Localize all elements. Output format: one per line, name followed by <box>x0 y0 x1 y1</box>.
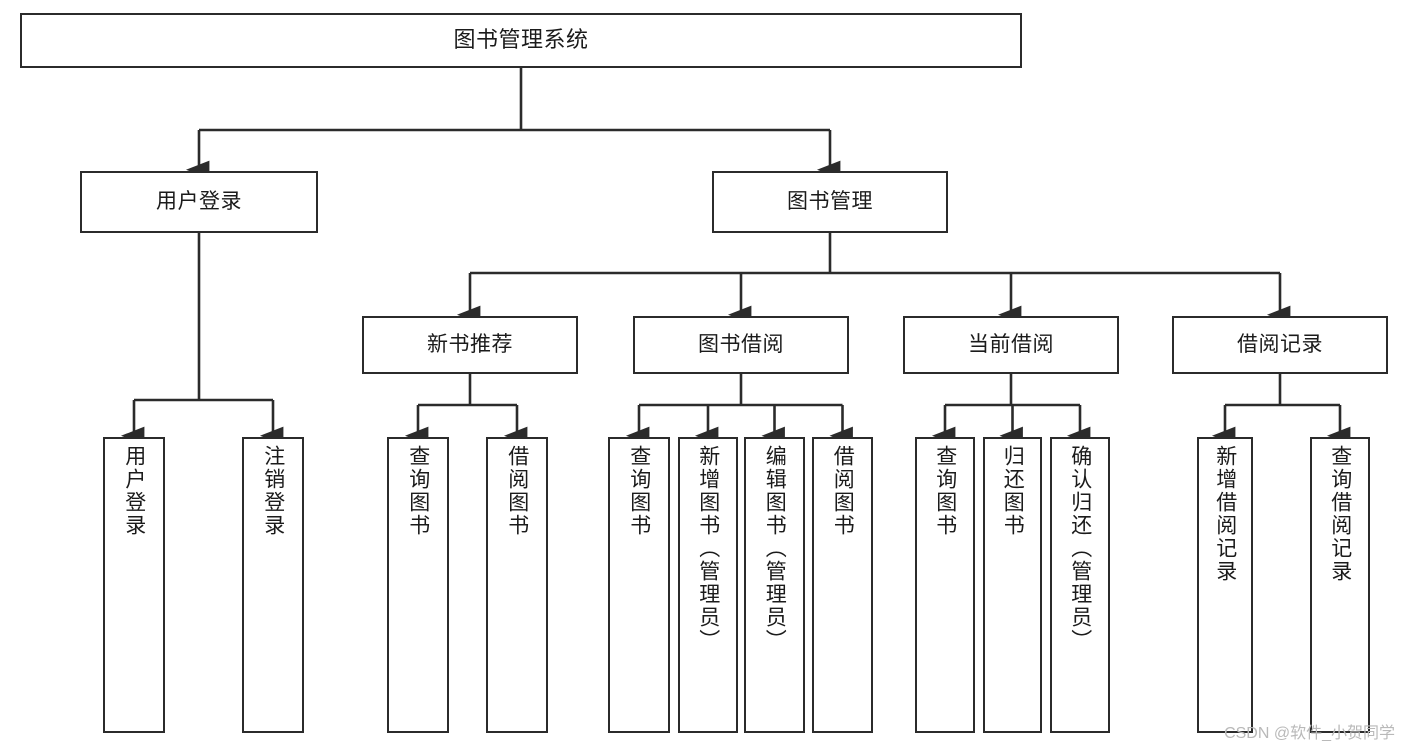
watermark-text: CSDN @软件_小贺同学 <box>1224 725 1395 742</box>
node-leaf-query-book-1-label: 查询图书 <box>406 445 430 537</box>
node-leaf-query-borrow-record-label: 查询借阅记录 <box>1328 445 1352 583</box>
node-leaf-add-borrow-record-label: 新增借阅记录 <box>1213 445 1237 583</box>
node-leaf-user-login-label: 用户登录 <box>122 445 146 537</box>
connectors-group <box>121 68 1351 445</box>
node-leaf-query-book-2[interactable]: 查询图书 <box>608 437 670 733</box>
node-current-borrow[interactable]: 当前借阅 <box>903 316 1119 374</box>
node-leaf-borrow-book-2[interactable]: 借阅图书 <box>812 437 873 733</box>
node-current-borrow-label: 当前借阅 <box>968 333 1054 357</box>
node-leaf-return-book[interactable]: 归还图书 <box>983 437 1042 733</box>
node-leaf-borrow-book-1-label: 借阅图书 <box>505 445 529 537</box>
node-book-borrow-label: 图书借阅 <box>698 333 784 357</box>
node-leaf-add-book-admin[interactable]: 新增图书（管理员） <box>678 437 738 733</box>
node-leaf-return-book-label: 归还图书 <box>1001 445 1025 537</box>
node-user-login[interactable]: 用户登录 <box>80 171 318 233</box>
node-new-book-recommend-label: 新书推荐 <box>427 333 513 357</box>
node-leaf-borrow-book-2-label: 借阅图书 <box>831 445 855 537</box>
node-root[interactable]: 图书管理系统 <box>20 13 1022 68</box>
node-book-manage[interactable]: 图书管理 <box>712 171 948 233</box>
node-book-manage-label: 图书管理 <box>787 190 873 214</box>
node-leaf-borrow-book-1[interactable]: 借阅图书 <box>486 437 548 733</box>
node-leaf-edit-book-admin-label: 编辑图书（管理员） <box>763 445 787 652</box>
node-leaf-edit-book-admin[interactable]: 编辑图书（管理员） <box>744 437 805 733</box>
node-leaf-query-book-2-label: 查询图书 <box>627 445 651 537</box>
node-leaf-user-login[interactable]: 用户登录 <box>103 437 165 733</box>
node-user-login-label: 用户登录 <box>156 190 242 214</box>
node-book-borrow[interactable]: 图书借阅 <box>633 316 849 374</box>
node-new-book-recommend[interactable]: 新书推荐 <box>362 316 578 374</box>
node-root-label: 图书管理系统 <box>453 27 589 53</box>
node-borrow-record-label: 借阅记录 <box>1237 333 1323 357</box>
node-leaf-add-book-admin-label: 新增图书（管理员） <box>696 445 720 652</box>
node-leaf-query-book-3-label: 查询图书 <box>933 445 957 537</box>
node-leaf-add-borrow-record[interactable]: 新增借阅记录 <box>1197 437 1253 733</box>
node-borrow-record[interactable]: 借阅记录 <box>1172 316 1388 374</box>
node-leaf-logout-login[interactable]: 注销登录 <box>242 437 304 733</box>
node-leaf-logout-login-label: 注销登录 <box>261 445 285 537</box>
node-leaf-confirm-return-admin[interactable]: 确认归还（管理员） <box>1050 437 1110 733</box>
node-leaf-query-borrow-record[interactable]: 查询借阅记录 <box>1310 437 1370 733</box>
node-leaf-confirm-return-admin-label: 确认归还（管理员） <box>1068 445 1092 652</box>
node-leaf-query-book-3[interactable]: 查询图书 <box>915 437 975 733</box>
node-leaf-query-book-1[interactable]: 查询图书 <box>387 437 449 733</box>
